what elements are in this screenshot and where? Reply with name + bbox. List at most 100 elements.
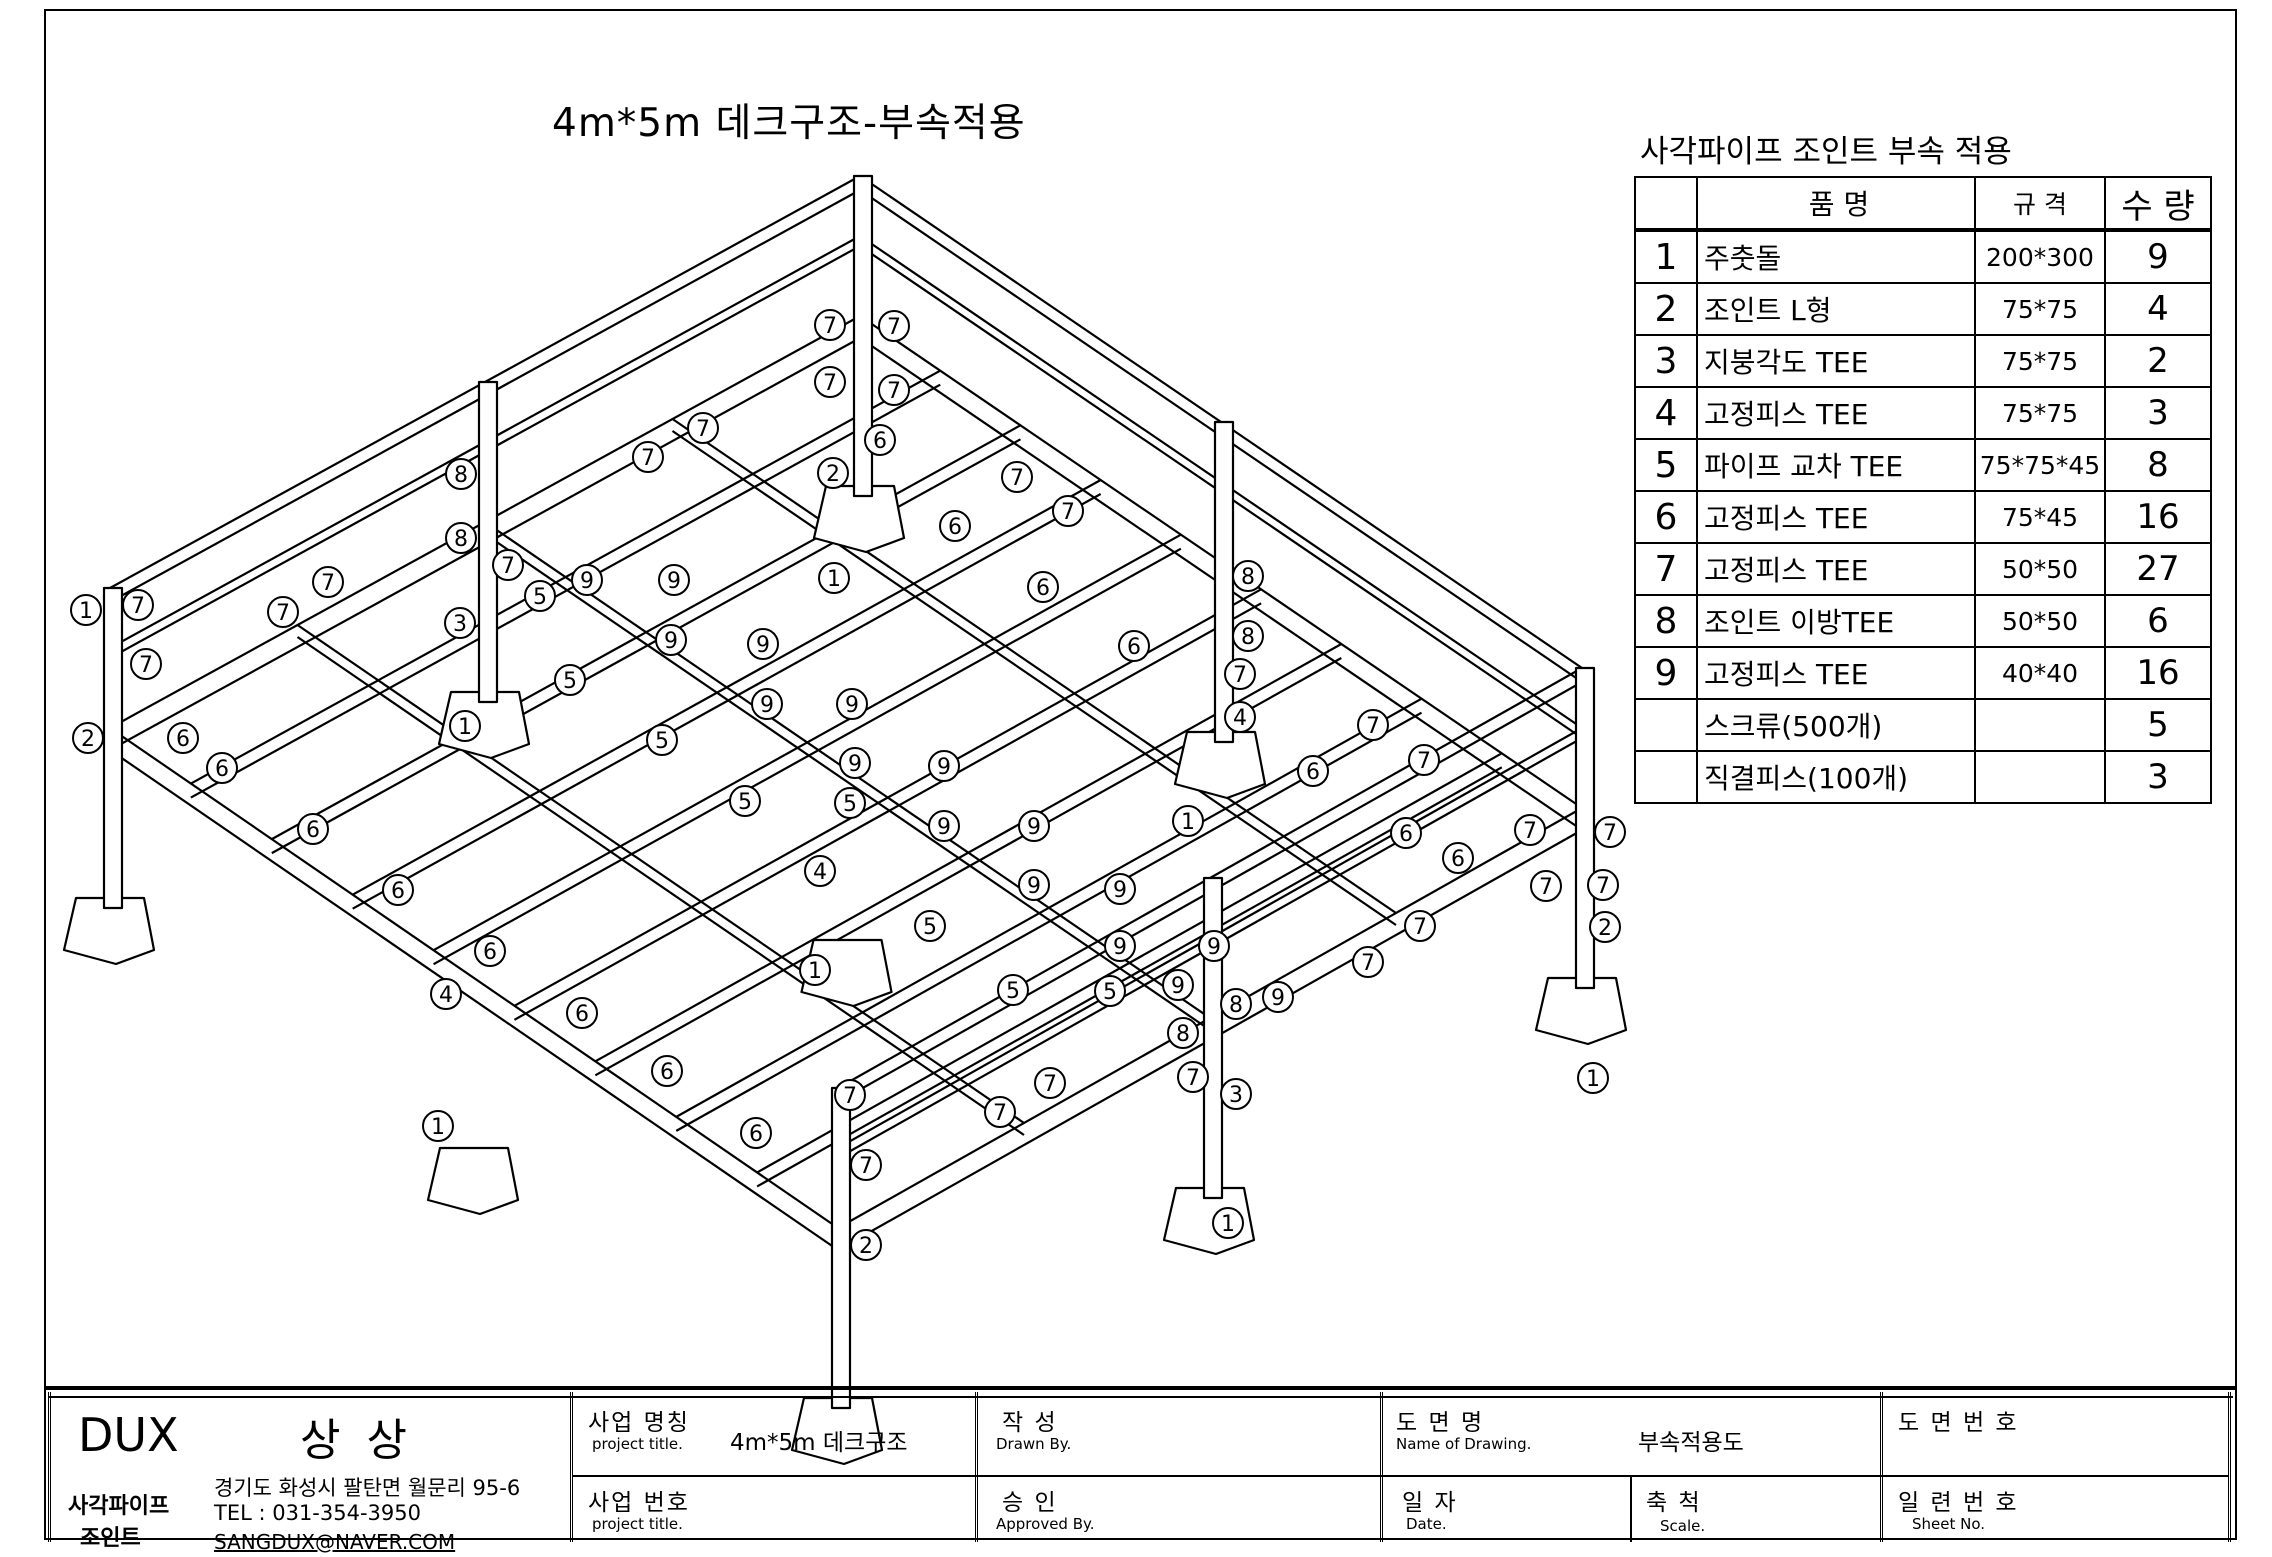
- callout-6: 6: [651, 1055, 683, 1087]
- svg-text:9: 9: [937, 755, 951, 780]
- svg-text:7: 7: [131, 594, 145, 619]
- cross-purlin: [296, 624, 1025, 1124]
- row-qty: 5: [2104, 698, 2212, 752]
- row-qty: 27: [2104, 542, 2212, 596]
- tb-divider: [570, 1392, 573, 1542]
- callout-7: 7: [1587, 869, 1619, 901]
- callout-7: 7: [878, 374, 910, 406]
- svg-text:7: 7: [859, 1154, 873, 1179]
- brand-line-1: 사각파이프: [68, 1494, 170, 1519]
- callout-4: 4: [430, 978, 462, 1010]
- post: [477, 380, 499, 704]
- svg-text:6: 6: [1036, 576, 1050, 601]
- callout-7: 7: [492, 549, 524, 581]
- post: [852, 174, 874, 498]
- svg-text:8: 8: [454, 527, 468, 552]
- post: [102, 586, 124, 910]
- company-name: DUX: [78, 1408, 179, 1462]
- callout-6: 6: [1390, 817, 1422, 849]
- row-name: 고정피스 TEE: [1696, 542, 1976, 596]
- row-spec: 50*50: [1974, 594, 2106, 648]
- svg-text:6: 6: [1306, 760, 1320, 785]
- callout-7: 7: [1408, 744, 1440, 776]
- svg-text:9: 9: [580, 569, 594, 594]
- footing-stone: [790, 1396, 884, 1466]
- row-name: 고정피스 TEE: [1696, 386, 1976, 440]
- title-block: [44, 1386, 2237, 1540]
- joist: [756, 766, 1503, 1188]
- post: [1202, 876, 1224, 1200]
- drawn-by-label: 작 성: [1002, 1410, 1058, 1436]
- svg-text:8: 8: [1176, 1022, 1190, 1047]
- callout-9: 9: [1198, 930, 1230, 962]
- svg-text:2: 2: [859, 1234, 873, 1259]
- post: [1574, 666, 1596, 990]
- svg-text:5: 5: [655, 729, 669, 754]
- svg-text:7: 7: [501, 554, 515, 579]
- svg-text:9: 9: [760, 693, 774, 718]
- callout-7: 7: [1404, 910, 1436, 942]
- footing-stone: [800, 938, 893, 1008]
- svg-text:7: 7: [1603, 821, 1617, 846]
- svg-text:7: 7: [1361, 951, 1375, 976]
- tb-divider: [2228, 1392, 2231, 1542]
- svg-text:3: 3: [453, 612, 467, 637]
- project-name-value: 4m*5m 데크구조: [730, 1430, 908, 1456]
- drawing-title: 4m*5m 데크구조-부속적용: [552, 101, 1026, 146]
- title-block-inner-top: [48, 1396, 2233, 1398]
- svg-text:1: 1: [431, 1115, 445, 1140]
- perimeter-beam: [109, 749, 839, 1251]
- drawing-no-label: 도 면 번 호: [1898, 1410, 2019, 1436]
- svg-text:3: 3: [1229, 1083, 1243, 1108]
- callout-6: 6: [1027, 571, 1059, 603]
- svg-text:7: 7: [276, 601, 290, 626]
- row-name: 고정피스 TEE: [1696, 646, 1976, 700]
- row-qty: 6: [2104, 594, 2212, 648]
- callout-8: 8: [1167, 1017, 1199, 1049]
- svg-text:9: 9: [664, 629, 678, 654]
- svg-text:5: 5: [1006, 979, 1020, 1004]
- callout-1: 1: [70, 594, 102, 626]
- callout-9: 9: [836, 688, 868, 720]
- joist: [513, 602, 1262, 1021]
- svg-text:1: 1: [458, 715, 472, 740]
- callout-6: 6: [1118, 630, 1150, 662]
- svg-text:5: 5: [1103, 980, 1117, 1005]
- callout-7: 7: [984, 1096, 1016, 1128]
- row-no: 7: [1634, 542, 1698, 596]
- svg-text:9: 9: [937, 815, 951, 840]
- tb-row-divider: [572, 1475, 2228, 1477]
- row-qty: 8: [2104, 438, 2212, 492]
- callout-9: 9: [571, 564, 603, 596]
- svg-text:7: 7: [887, 315, 901, 340]
- callout-6: 6: [740, 1117, 772, 1149]
- parts-table-title: 사각파이프 조인트 부속 적용: [1640, 134, 2012, 170]
- callout-6: 6: [1297, 755, 1329, 787]
- svg-text:7: 7: [1233, 663, 1247, 688]
- svg-text:2: 2: [1598, 916, 1612, 941]
- row-spec: 75*75: [1974, 386, 2106, 440]
- callout-7: 7: [1001, 461, 1033, 493]
- date-label: 일 자: [1402, 1490, 1458, 1516]
- project-no-sublabel: project title.: [592, 1515, 683, 1533]
- svg-text:6: 6: [1451, 847, 1465, 872]
- row-qty: 3: [2104, 750, 2212, 804]
- callout-9: 9: [1262, 981, 1294, 1013]
- row-spec: 75*75: [1974, 282, 2106, 336]
- post: [1213, 420, 1235, 744]
- svg-text:9: 9: [1271, 986, 1285, 1011]
- tb-divider: [1880, 1392, 1883, 1542]
- callout-6: 6: [474, 935, 506, 967]
- callout-9: 9: [1162, 969, 1194, 1001]
- company-address: 경기도 화성시 팔탄면 월문리 95-6: [214, 1476, 521, 1500]
- callout-9: 9: [655, 624, 687, 656]
- svg-text:4: 4: [813, 860, 827, 885]
- row-spec: 40*40: [1974, 646, 2106, 700]
- row-spec: 75*45: [1974, 490, 2106, 544]
- row-no: 2: [1634, 282, 1698, 336]
